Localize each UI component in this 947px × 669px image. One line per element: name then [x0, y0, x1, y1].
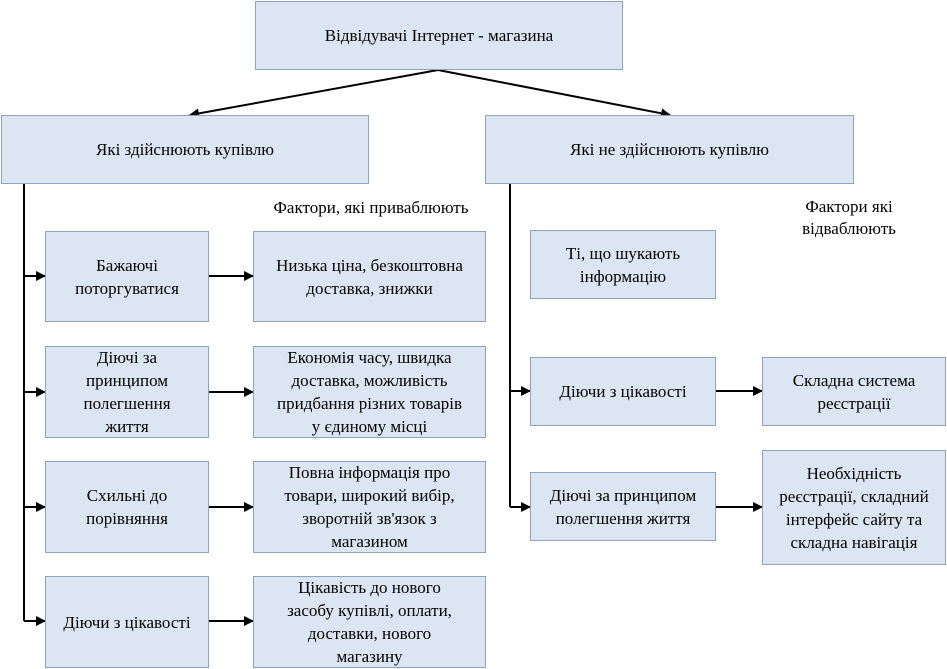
attracting-factor-node: Цікавість до нового засобу купівлі, опла…	[253, 576, 486, 668]
root-node: Відвідувачі Інтернет - магазина	[255, 1, 623, 70]
repelling-factors-label: Фактори які відваблюють	[802, 197, 896, 238]
repelling-factor-node: Складна система реєстрації	[762, 357, 946, 426]
buyer-type-node: Бажаючі поторгуватися	[45, 231, 209, 322]
buyer-type-node: Діючі за принципом полегшення життя	[45, 346, 209, 438]
buyer-type-node: Діючи з цікавості	[45, 576, 209, 668]
buyers-category-node: Які здійснюють купівлю	[1, 115, 369, 184]
buyer-type-node: Схильні до порівняння	[45, 461, 209, 553]
nonbuyers-category-node: Які не здійснюють купівлю	[485, 115, 854, 184]
attracting-factor-node: Низька ціна, безкоштовна доставка, знижк…	[253, 231, 486, 322]
attracting-factor-node: Економія часу, швидка доставка, можливіс…	[253, 346, 486, 438]
attracting-factors-label: Фактори, які приваблюють	[273, 198, 469, 217]
repelling-factor-node: Необхідність реєстрації, складний інтерф…	[762, 450, 946, 565]
nonbuyer-type-node: Діючі за принципом полегшення життя	[530, 472, 716, 541]
attracting-factor-node: Повна інформація про товари, широкий виб…	[253, 461, 486, 553]
info-seekers-node: Ті, що шукають інформацію	[530, 230, 716, 299]
nonbuyer-type-node: Діючи з цікавості	[530, 357, 716, 426]
